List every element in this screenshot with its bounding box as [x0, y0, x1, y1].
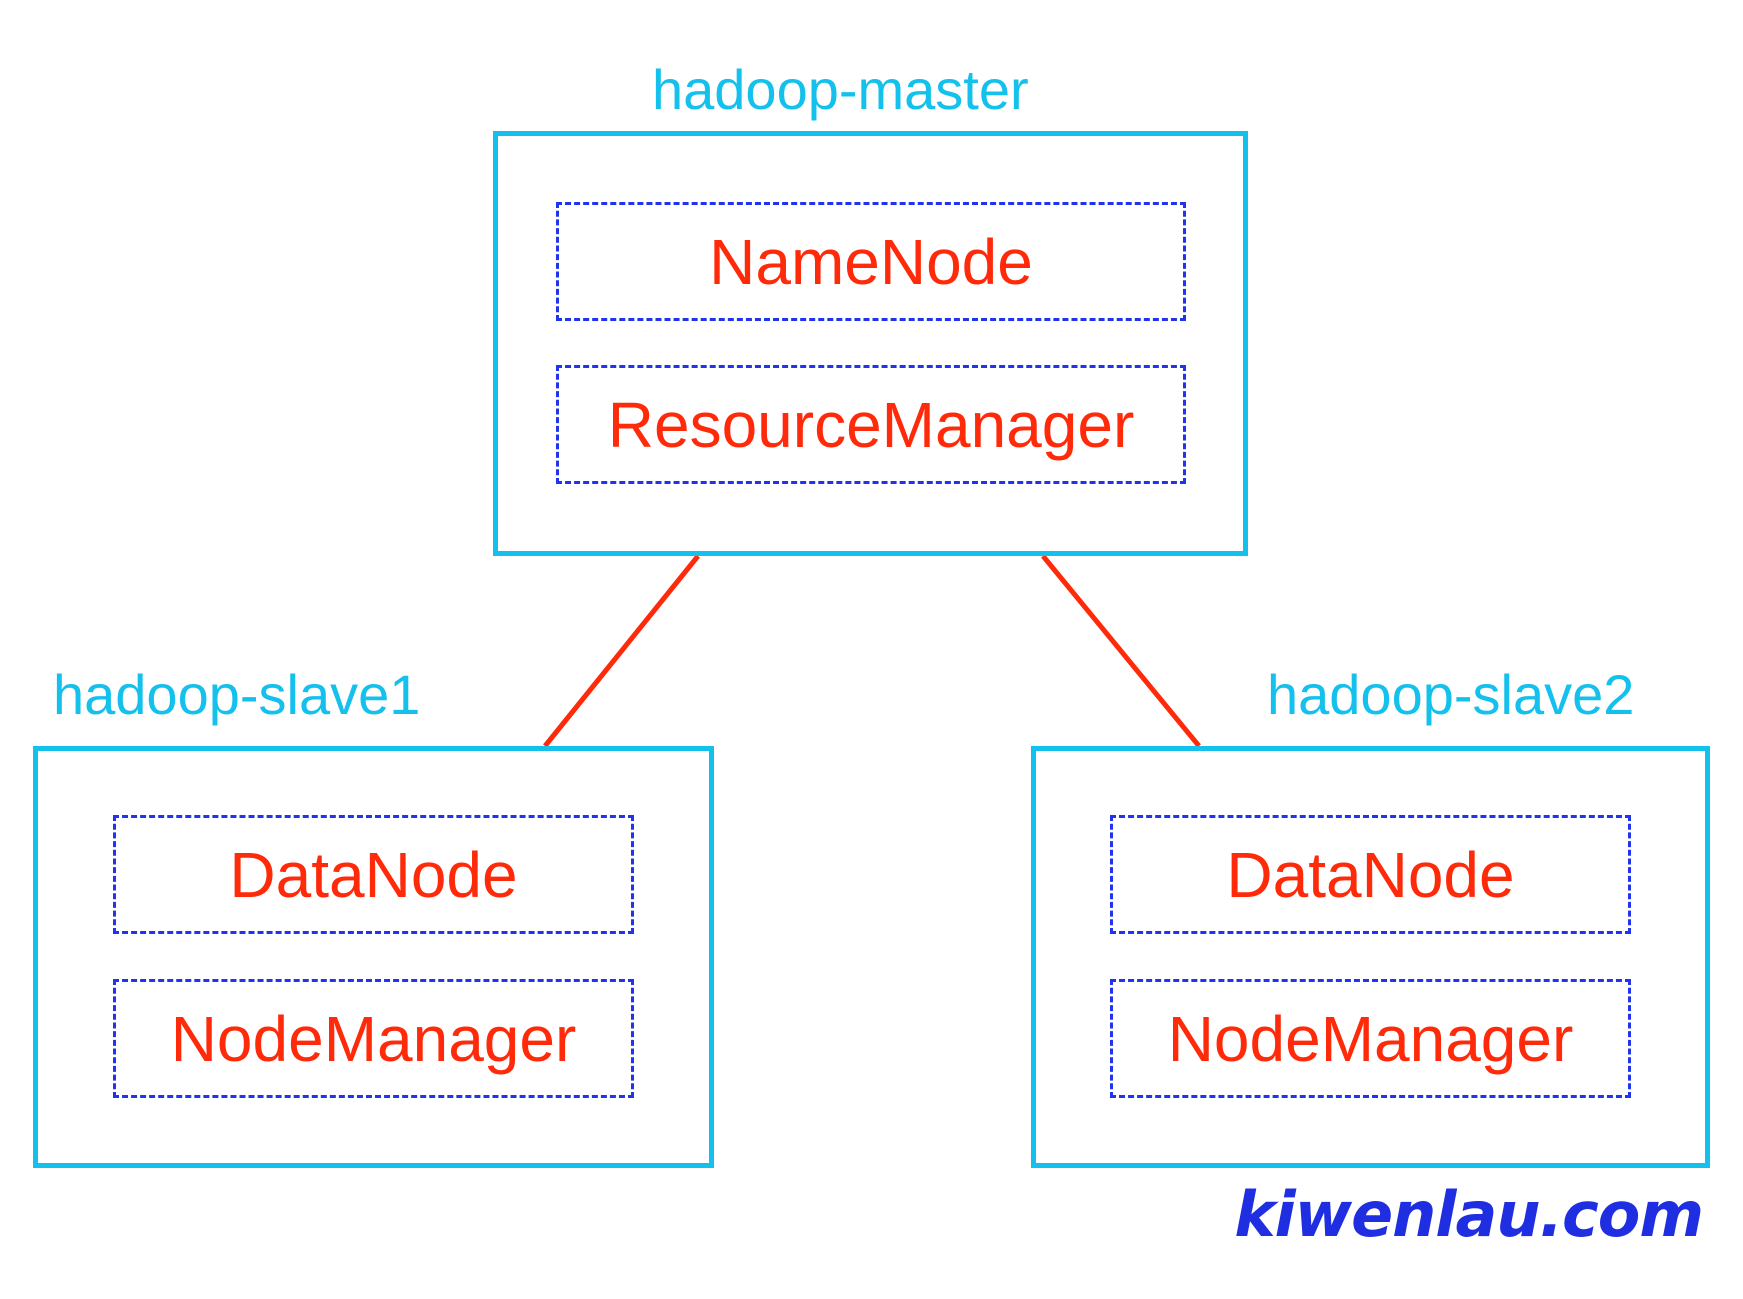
slave2-nodemanager-service: NodeManager: [1110, 979, 1631, 1098]
watermark: kiwenlau.com: [1234, 1178, 1704, 1251]
connector-master-slave1: [543, 554, 700, 748]
resourcemanager-service: ResourceManager: [556, 365, 1186, 484]
slave1-label: hadoop-slave1: [53, 663, 421, 726]
slave1-nodemanager-service: NodeManager: [113, 979, 634, 1098]
slave1-node-box: [33, 746, 714, 1168]
slave1-datanode-service: DataNode: [113, 815, 634, 934]
slave2-node-box: [1031, 746, 1710, 1168]
connector-master-slave2: [1041, 554, 1201, 748]
master-label: hadoop-master: [652, 58, 1029, 121]
slave2-datanode-service: DataNode: [1110, 815, 1631, 934]
slave2-label: hadoop-slave2: [1267, 663, 1635, 726]
master-node-box: [493, 131, 1248, 556]
namenode-service: NameNode: [556, 202, 1186, 321]
